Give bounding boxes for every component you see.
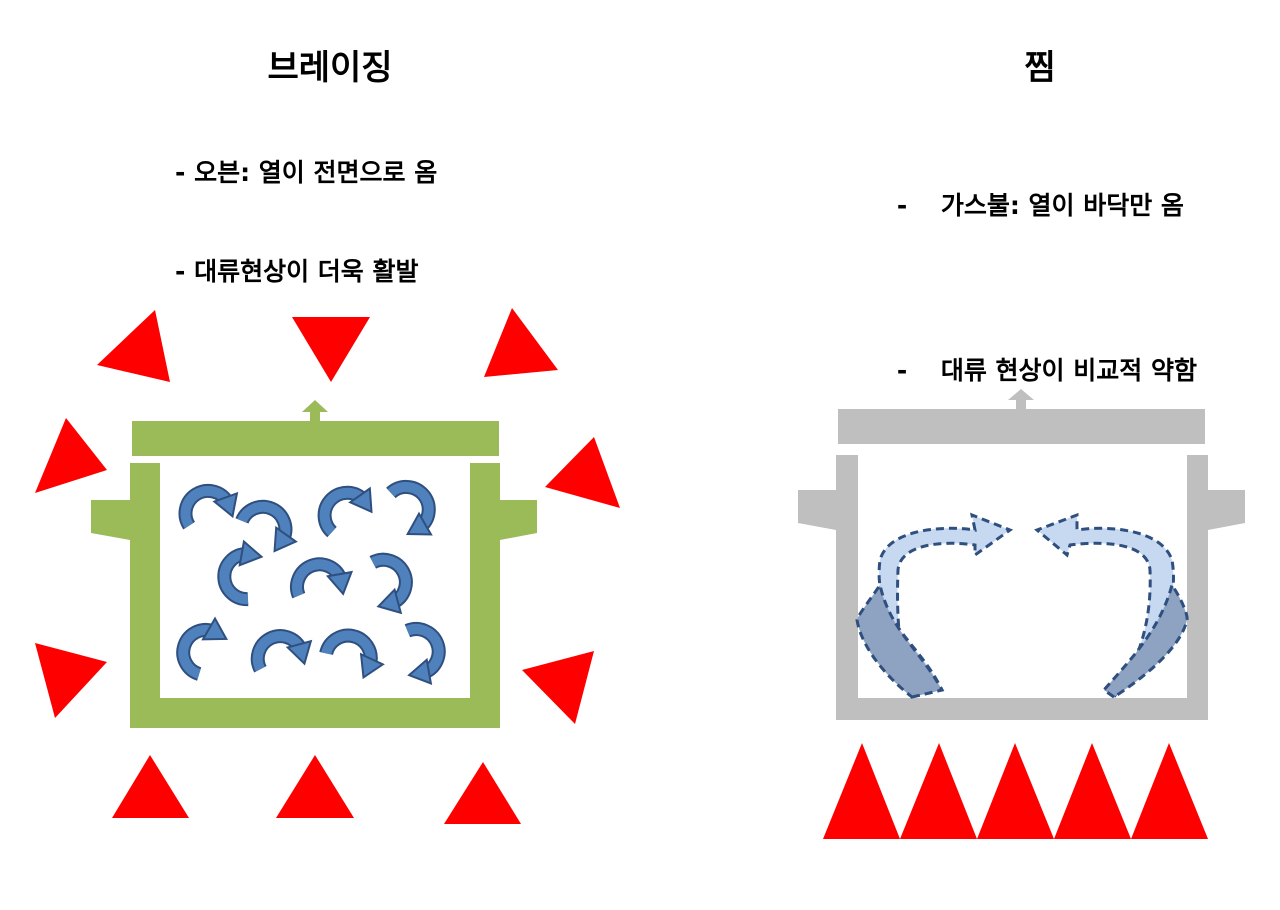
convection-arrow (367, 555, 414, 618)
weak-convection-arrows (857, 515, 1187, 697)
convection-arrow (179, 481, 244, 532)
pot-handle-right (500, 500, 537, 540)
heat-triangle (292, 317, 370, 382)
heat-triangle (522, 651, 594, 724)
pot-lid (132, 421, 499, 456)
pot-lid-knob (1008, 389, 1034, 410)
convection-arrow (401, 625, 444, 687)
pot-handle-left (798, 490, 836, 530)
gas-flame-triangles (823, 743, 1208, 839)
heat-triangle (545, 437, 620, 508)
steaming-pot (798, 389, 1245, 720)
heat-triangle (35, 643, 107, 718)
heat-triangle (1054, 743, 1131, 839)
pot-lid-knob (302, 400, 328, 422)
convection-arrow (385, 479, 442, 545)
convection-arrow (221, 539, 264, 601)
heat-triangle (1131, 743, 1208, 839)
convection-arrow-right (1037, 515, 1173, 697)
pot-handle-left (91, 500, 130, 540)
pot-handle-right (1208, 490, 1245, 530)
convection-arrow (253, 628, 316, 675)
convection-arrow (293, 559, 355, 602)
convection-arrow-right-shade (1104, 585, 1187, 697)
heat-triangle (97, 310, 170, 382)
convection-arrow (175, 612, 232, 678)
strong-convection-arrows (175, 477, 444, 687)
heat-triangle (112, 755, 189, 818)
heat-triangle (35, 418, 107, 493)
convection-arrow (323, 628, 388, 682)
heat-triangle (900, 743, 977, 839)
convection-arrow (316, 477, 382, 537)
heat-triangle (444, 762, 521, 824)
heat-triangle (484, 308, 558, 377)
heat-triangle (276, 755, 354, 818)
heat-triangle (977, 743, 1054, 839)
convection-arrow-left-shade (857, 585, 942, 697)
heat-triangle (823, 743, 900, 839)
pot-lid (838, 409, 1205, 444)
